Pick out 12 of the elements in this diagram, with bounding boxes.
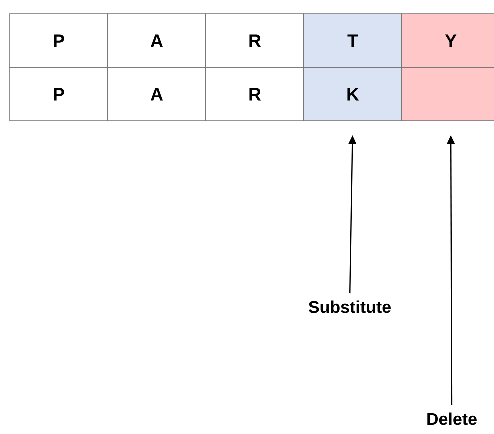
table-cell: A (108, 68, 206, 122)
table-cell: P (10, 68, 108, 122)
table-cell: K (304, 68, 402, 122)
operation-label: Substitute (308, 300, 391, 314)
table-cell: R (206, 68, 304, 122)
table-cell: P (10, 14, 108, 68)
table-cell: A (108, 14, 206, 68)
node-label: Y (445, 34, 457, 48)
table-cell: R (206, 14, 304, 68)
table-cell: T (304, 14, 402, 68)
table-cell: Y (402, 14, 494, 68)
operation-label: Delete (428, 412, 477, 426)
